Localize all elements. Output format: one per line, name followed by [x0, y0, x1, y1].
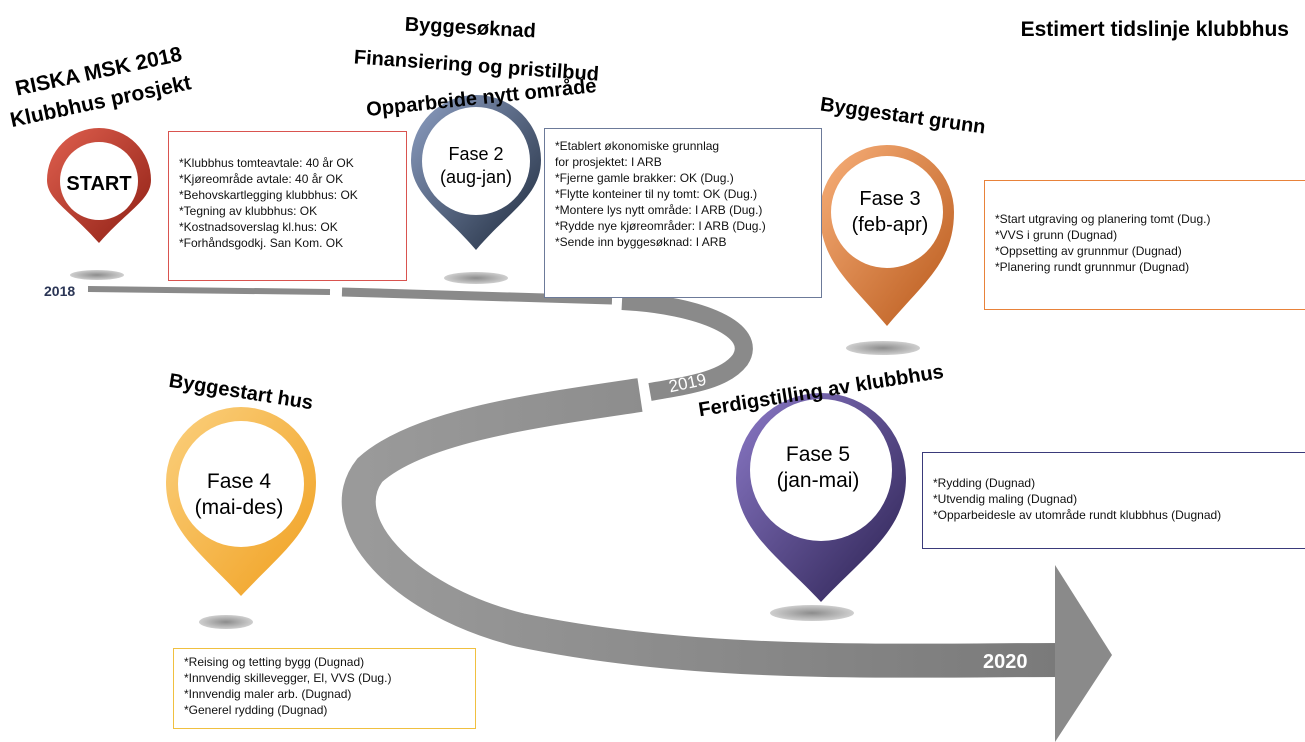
list-item: *Flytte konteiner til ny tomt: OK (Dug.) [555, 187, 758, 201]
pin-shadow [770, 605, 854, 621]
list-item: *Forhåndsgodkj. San Kom. OK [179, 236, 344, 250]
list-item: *Utvendig maling (Dugnad) [933, 492, 1078, 506]
timeline-road [87, 286, 1112, 742]
phase-2-heading-line1: Byggesøknad [404, 14, 536, 43]
list-item: *Montere lys nytt område: I ARB (Dug.) [555, 203, 763, 217]
page-title: Estimert tidslinje klubbhus [1020, 18, 1289, 41]
list-item: *Innvendig skillevegger, El, VVS (Dug.) [184, 671, 392, 685]
list-item: *Innvendig maler arb. (Dugnad) [184, 687, 352, 701]
list-item: *Tegning av klubbhus: OK [179, 204, 318, 218]
phase-3-task-box: *Start utgraving og planering tomt (Dug.… [984, 180, 1305, 310]
phase-4-pin-line2: (mai-des) [195, 496, 284, 519]
phase-2-heading: Byggesøknad Finansiering og pristilbud O… [353, 14, 599, 121]
phase-2-pin: Fase 2 (aug-jan) [411, 95, 541, 250]
list-item: for prosjektet: I ARB [555, 155, 662, 169]
phase-4-task-box: *Reising og tetting bygg (Dugnad) *Innve… [173, 648, 476, 729]
phase-2-pin-line1: Fase 2 [448, 144, 503, 164]
start-pin: START [47, 128, 151, 243]
pin-shadow [846, 341, 920, 355]
phase-3-heading: Byggestart grunn [819, 94, 987, 139]
pin-shadow [444, 272, 508, 284]
list-item: *Rydding (Dugnad) [933, 476, 1036, 490]
phase-5-task-box: *Rydding (Dugnad) *Utvendig maling (Dugn… [922, 452, 1305, 549]
phase-5-pin-line2: (jan-mai) [777, 469, 860, 492]
list-item: *Opparbeidesle av utområde rundt klubbhu… [933, 508, 1222, 522]
phase-4-pin: Fase 4 (mai-des) [166, 407, 316, 596]
phase-2-task-box: *Etablert økonomiske grunnlag for prosje… [544, 128, 822, 298]
list-item: *Start utgraving og planering tomt (Dug.… [995, 212, 1211, 226]
pin-shadow [199, 615, 253, 629]
phase-3-pin-line2: (feb-apr) [852, 214, 929, 236]
pin-shadow [70, 270, 124, 280]
year-2020-label: 2020 [983, 651, 1028, 673]
year-2019-label: 2019 [667, 370, 708, 396]
phase-3-pin-line1: Fase 3 [859, 188, 920, 210]
phase-2-pin-line2: (aug-jan) [440, 167, 512, 187]
year-2018-label: 2018 [44, 283, 75, 299]
list-item: *Rydde nye kjøreområder: I ARB (Dug.) [555, 219, 766, 233]
list-item: *Kjøreområde avtale: 40 år OK [179, 172, 344, 186]
list-item: *Oppsetting av grunnmur (Dugnad) [995, 244, 1182, 258]
phase-3-pin: Fase 3 (feb-apr) [820, 145, 954, 326]
list-item: *Reising og tetting bygg (Dugnad) [184, 655, 365, 669]
list-item: *Klubbhus tomteavtale: 40 år OK [179, 156, 354, 170]
list-item: *VVS i grunn (Dugnad) [995, 228, 1118, 242]
start-task-box: *Klubbhus tomteavtale: 40 år OK *Kjøreom… [168, 131, 407, 281]
list-item: *Sende inn byggesøknad: I ARB [555, 235, 727, 249]
list-item: *Fjerne gamle brakker: OK (Dug.) [555, 171, 734, 185]
project-title: RISKA MSK 2018 Klubbhus prosjekt [8, 43, 193, 132]
list-item: *Etablert økonomiske grunnlag [555, 139, 720, 153]
phase-4-pin-line1: Fase 4 [207, 470, 272, 493]
phase-5-pin: Fase 5 (jan-mai) [736, 393, 906, 602]
phase-5-pin-line1: Fase 5 [786, 443, 850, 466]
list-item: *Planering rundt grunnmur (Dugnad) [995, 260, 1190, 274]
start-pin-label: START [66, 173, 131, 195]
list-item: *Behovskartlegging klubbhus: OK [179, 188, 358, 202]
list-item: *Kostnadsoverslag kl.hus: OK [179, 220, 338, 234]
list-item: *Generel rydding (Dugnad) [184, 703, 328, 717]
